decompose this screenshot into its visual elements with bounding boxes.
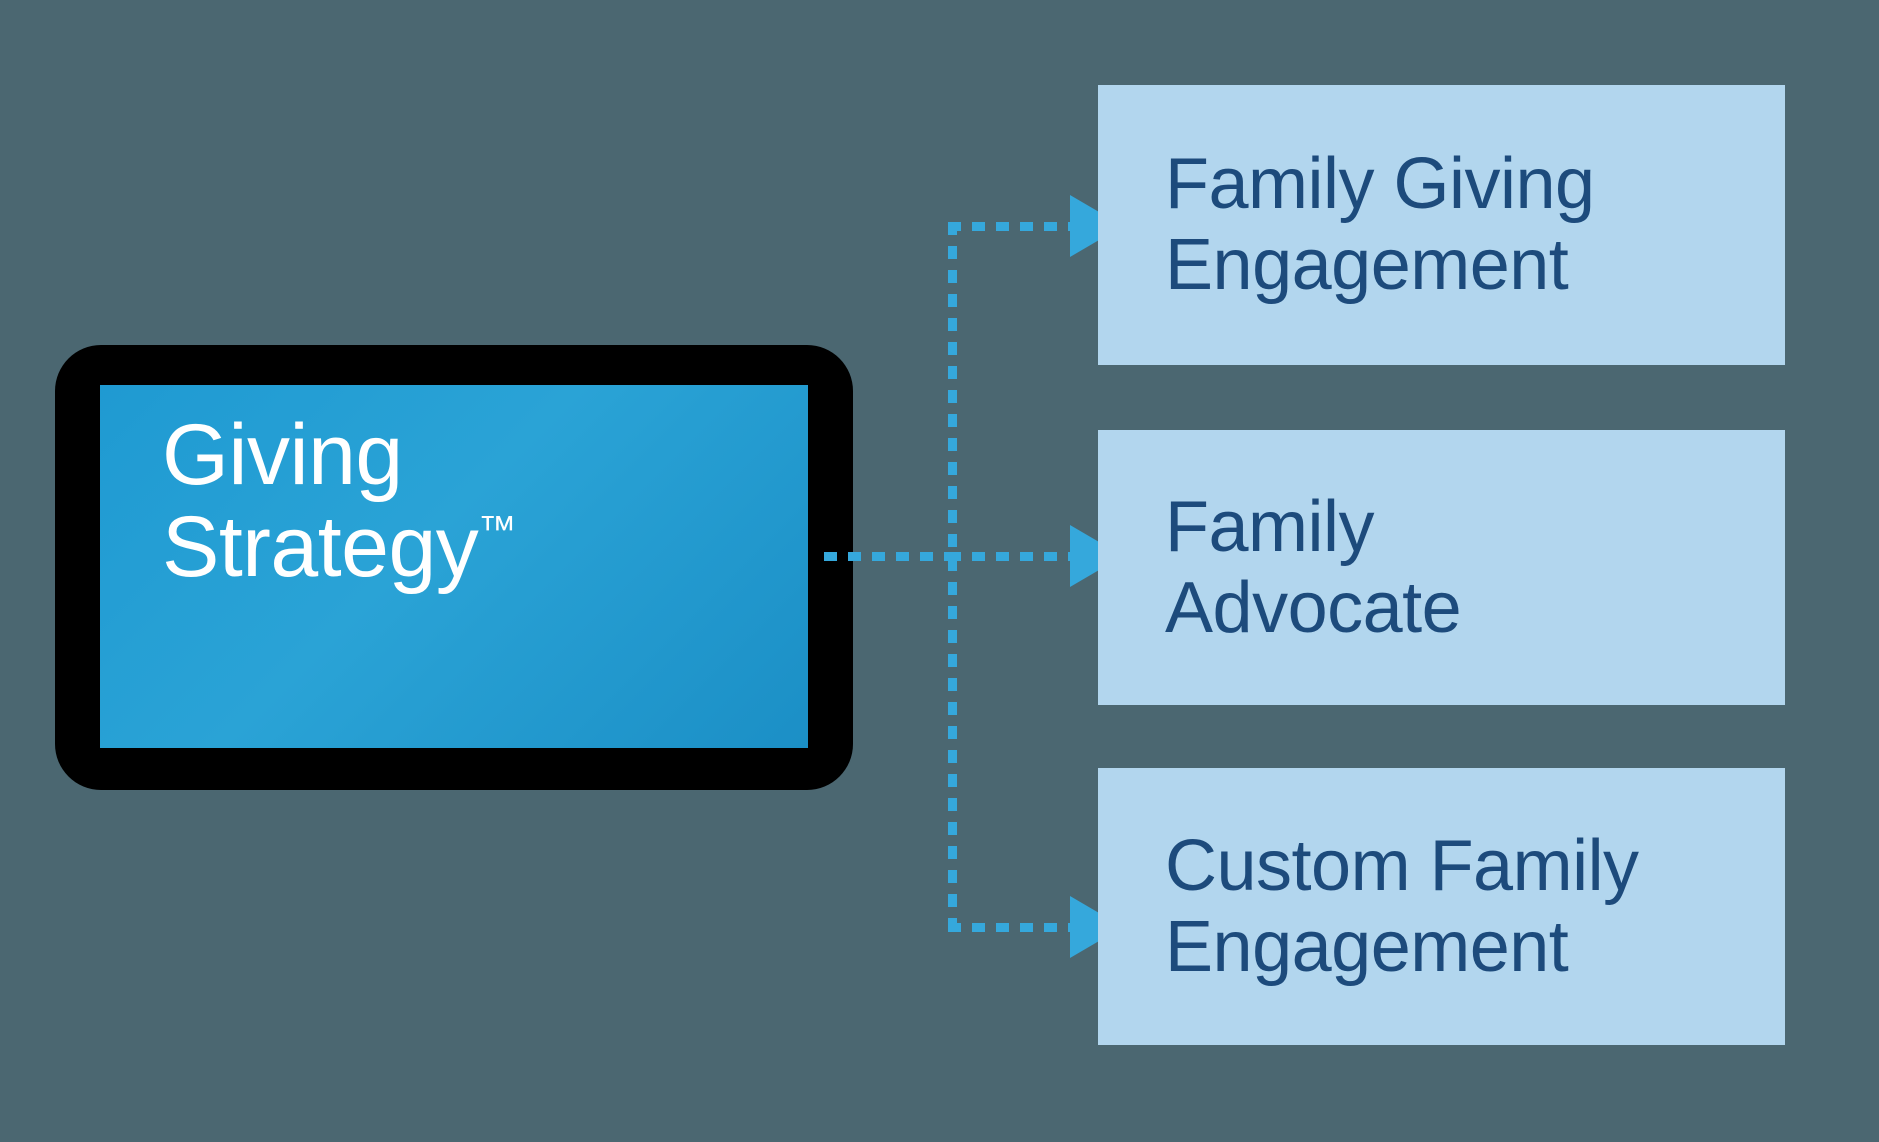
- giving-strategy-title-text: Giving Strategy: [162, 407, 479, 596]
- output-box-label: Family Giving Engagement: [1165, 144, 1595, 305]
- connector-branch-2: [948, 552, 1074, 561]
- connector-branch-1: [948, 222, 1074, 231]
- connector-vertical-spine: [948, 222, 957, 932]
- output-box-family-advocate[interactable]: Family Advocate: [1098, 430, 1785, 705]
- connector-stem-horizontal: [824, 552, 959, 561]
- output-box-custom-family-engagement[interactable]: Custom Family Engagement: [1098, 768, 1785, 1045]
- output-box-label: Custom Family Engagement: [1165, 825, 1639, 987]
- tablet-device-frame: Giving Strategy™: [55, 345, 853, 790]
- output-box-label: Family Advocate: [1165, 486, 1462, 648]
- giving-strategy-title: Giving Strategy™: [162, 409, 762, 593]
- output-box-family-giving-engagement[interactable]: Family Giving Engagement: [1098, 85, 1785, 365]
- trademark-icon: ™: [478, 509, 517, 552]
- tablet-screen: Giving Strategy™: [100, 385, 808, 748]
- connector-branch-3: [948, 923, 1074, 932]
